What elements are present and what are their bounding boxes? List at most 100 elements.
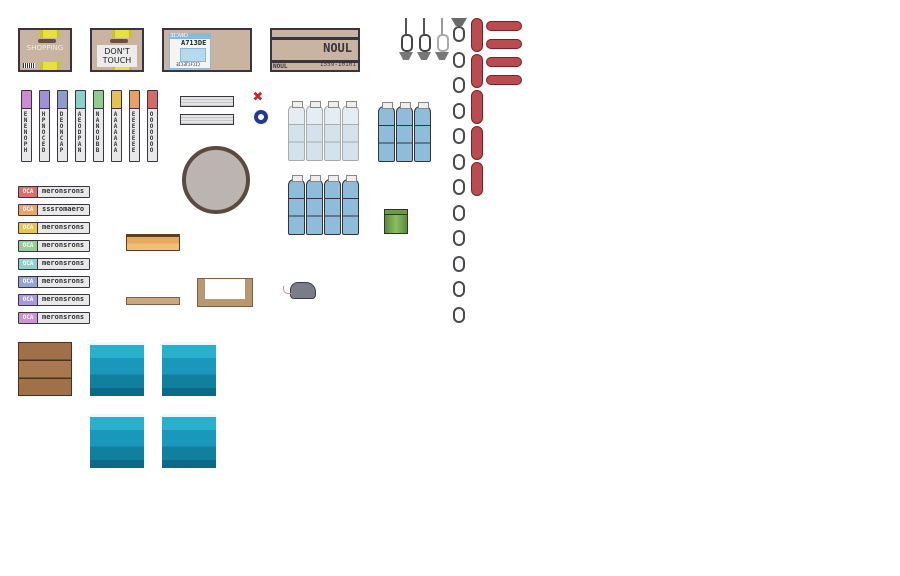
book-sprite: ENENOPH — [21, 90, 32, 162]
name-tag: OCA meronsrons — [18, 222, 90, 234]
box-label: SHOPPING — [26, 44, 64, 52]
book-sprite: AAAAAAA — [111, 90, 122, 162]
serial-number: 1559-10101 — [319, 61, 356, 68]
shelf-plank — [180, 114, 234, 125]
name-tag: OCA meronsrons — [18, 312, 90, 324]
tag-label: meronsrons — [42, 313, 85, 321]
water-tile — [90, 414, 144, 468]
book-sprite: NANOUBB — [93, 90, 104, 162]
shipping-label: ƎIƆVИƆ A713DE ƎIƆƎTƆFƆIƆ — [169, 33, 211, 69]
tag-code: OCA — [19, 295, 38, 305]
tag-label: sssromaero — [42, 205, 85, 213]
water-tile — [162, 414, 216, 468]
name-tag: OCA sssromaero — [18, 204, 90, 216]
sausage-vertical — [471, 54, 483, 88]
book-title: EEEEEEE — [130, 111, 137, 153]
chain-link — [453, 306, 465, 323]
chain-link — [453, 281, 465, 297]
book-title: NANOUBB — [94, 111, 101, 153]
chain-link — [453, 153, 465, 170]
tag-label: meronsrons — [42, 277, 85, 285]
tag-code: OCA — [19, 223, 38, 233]
chain-link — [453, 230, 465, 246]
book-title: DEONCAP — [58, 111, 65, 153]
book-title: AAAAAAA — [112, 111, 119, 153]
book-title: OOOOOOO — [148, 111, 155, 153]
hook-icon — [399, 18, 413, 64]
water-tile — [162, 342, 216, 396]
hook-icon — [435, 18, 449, 64]
chain-link — [453, 51, 465, 68]
noul-box: NOUL NOUL 1559-10101 — [270, 28, 360, 72]
tag-code: OCA — [19, 241, 38, 251]
water-bottle — [288, 175, 305, 235]
chain-link — [453, 204, 465, 221]
brand-small: NOUL — [273, 63, 288, 70]
sausage-vertical — [471, 90, 483, 124]
tag-code: OCA — [19, 205, 38, 215]
tag-code: OCA — [19, 277, 38, 287]
water-bottle — [378, 102, 395, 162]
tag-label: meronsrons — [42, 259, 85, 267]
rat-sprite — [290, 282, 316, 299]
book-sprite: HPNOCED — [39, 90, 50, 162]
water-bottle — [396, 102, 413, 162]
dont-touch-box: DON'T TOUCH — [90, 28, 144, 72]
chain-link — [453, 77, 465, 93]
label-header: ƎIƆVИƆ — [170, 34, 210, 39]
barcode-icon — [23, 63, 35, 68]
tag-label: meronsrons — [42, 223, 85, 231]
name-tag: OCA meronsrons — [18, 258, 90, 270]
book-title: HPNOCED — [40, 111, 47, 153]
hook-icon — [417, 18, 431, 64]
water-bottle — [324, 101, 341, 161]
chain-link — [453, 179, 465, 195]
chain-link — [453, 26, 465, 42]
sausage-horizontal — [486, 57, 522, 67]
chain-link — [453, 128, 465, 144]
water-bottle — [306, 101, 323, 161]
wooden-block — [126, 234, 180, 251]
name-tag: OCA meronsrons — [18, 186, 90, 198]
x-mark-icon: ✖ — [253, 87, 264, 107]
book-sprite: OOOOOOO — [147, 90, 158, 162]
wooden-crate — [18, 342, 72, 396]
sausage-horizontal — [486, 75, 522, 85]
tag-label: meronsrons — [42, 241, 85, 249]
sausage-horizontal — [486, 39, 522, 49]
tag-code: OCA — [19, 313, 38, 323]
sausage-horizontal — [486, 21, 522, 31]
sausage-vertical — [471, 162, 483, 196]
water-bottle — [414, 102, 431, 162]
label-code: A713DE — [181, 39, 207, 47]
sausage-vertical — [471, 126, 483, 160]
warning-label: DON'T TOUCH — [97, 45, 137, 67]
name-tag: OCA meronsrons — [18, 240, 90, 252]
round-table — [182, 146, 250, 214]
chain-link — [453, 102, 465, 119]
tag-label: meronsrons — [42, 187, 85, 195]
book-sprite: DEONCAP — [57, 90, 68, 162]
circle-mark-icon — [254, 110, 268, 124]
wooden-plank — [126, 297, 180, 305]
tag-code: OCA — [19, 259, 38, 269]
water-bottle — [342, 175, 359, 235]
water-bottle — [324, 175, 341, 235]
chain-anchor — [451, 18, 467, 26]
book-sprite: EEEEEEE — [129, 90, 140, 162]
book-sprite: AEODPAN — [75, 90, 86, 162]
chain-link — [453, 255, 465, 272]
shelf-plank — [180, 96, 234, 107]
shopping-box: SHOPPING — [18, 28, 72, 72]
tag-code: OCA — [19, 187, 38, 197]
sausage-vertical — [471, 18, 483, 52]
water-tile — [90, 342, 144, 396]
book-title: AEODPAN — [76, 111, 83, 153]
book-title: ENENOPH — [22, 111, 29, 153]
water-bottle — [342, 101, 359, 161]
water-bottle — [306, 175, 323, 235]
u-shelf — [197, 278, 253, 307]
water-bottle — [288, 101, 305, 161]
brand-logo: NOUL — [323, 41, 352, 55]
